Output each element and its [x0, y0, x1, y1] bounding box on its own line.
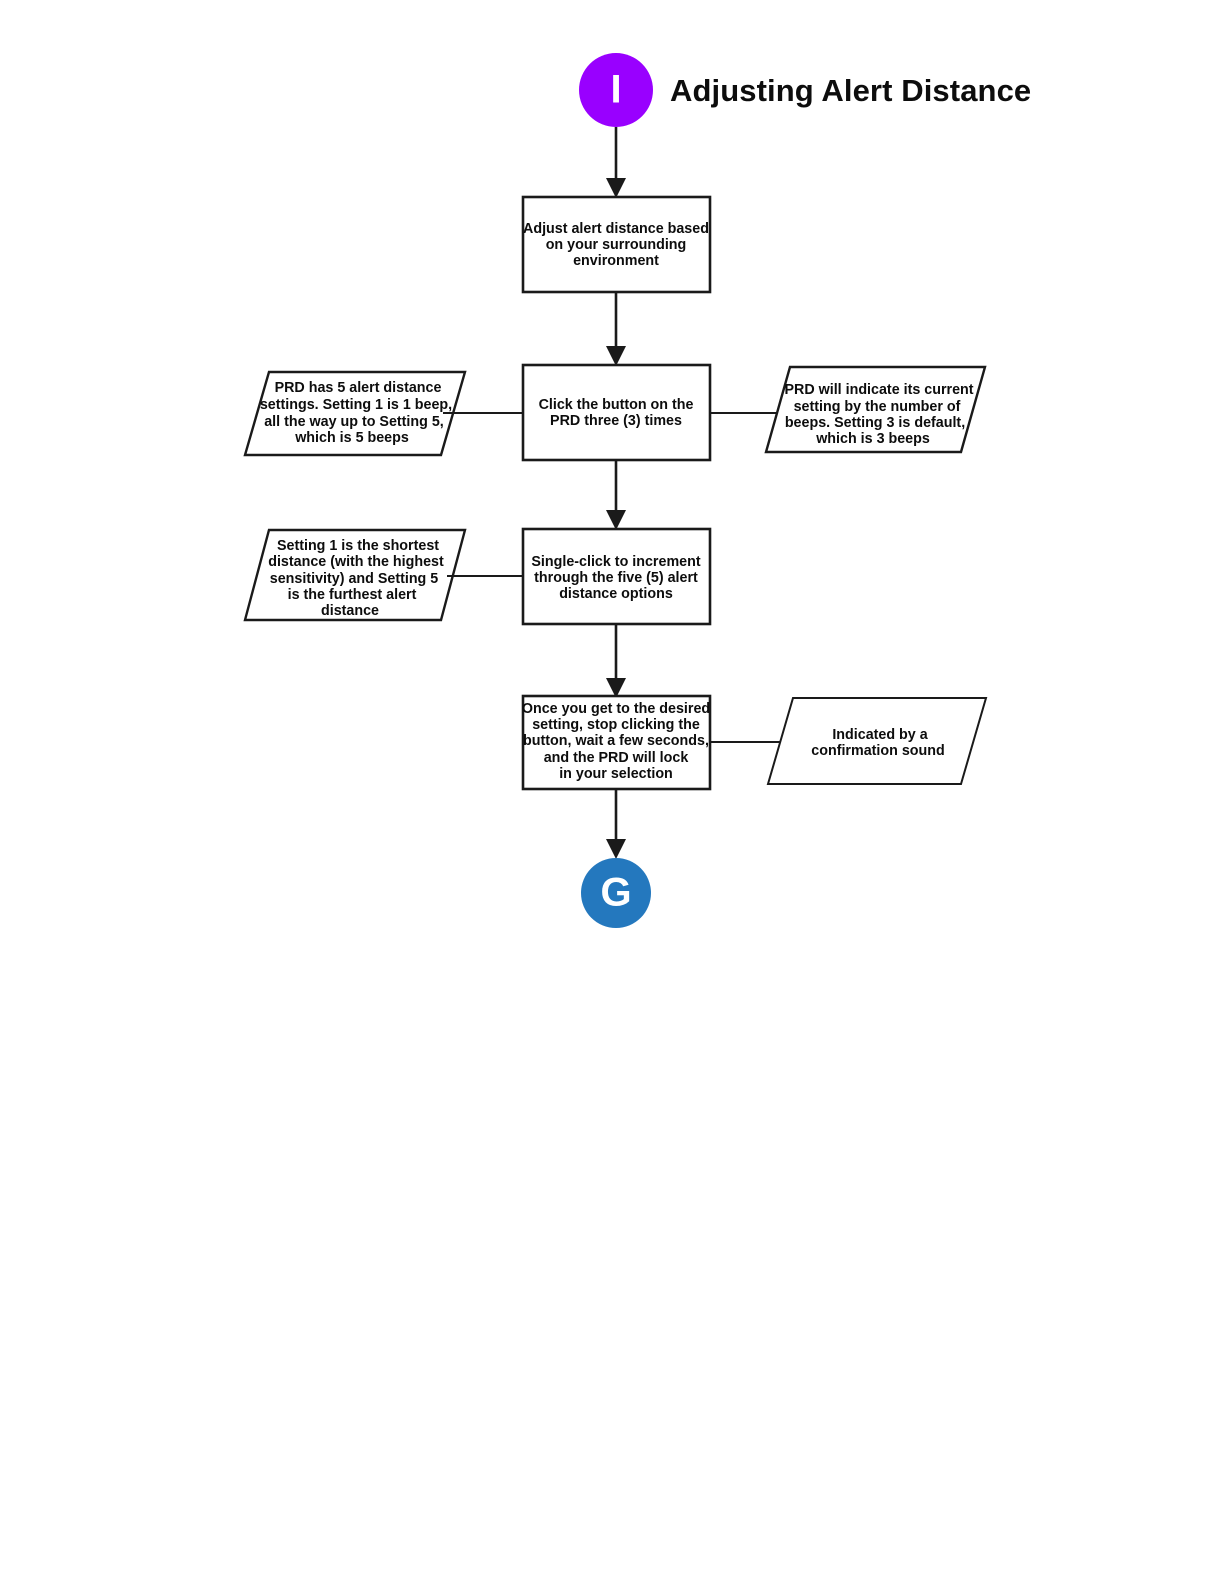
- node-line: environment: [573, 253, 659, 269]
- node-line: PRD three (3) times: [550, 413, 682, 429]
- connector-start-to-node1: [606, 127, 626, 198]
- node-line: in your selection: [559, 766, 673, 782]
- node-adjust-alert-distance[interactable]: Adjust alert distance based on your surr…: [521, 195, 712, 294]
- note-shortest-furthest[interactable]: Setting 1 is the shortest distance (with…: [243, 528, 467, 622]
- end-terminal-label: G: [600, 871, 631, 915]
- note-parallelogram: [243, 528, 467, 622]
- note-parallelogram: [243, 370, 467, 457]
- note-line: beeps. Setting 3 is default,: [785, 415, 965, 431]
- connector-node1-to-node2: [606, 292, 626, 366]
- node-line: setting, stop clicking the: [532, 717, 700, 733]
- node-box: [521, 195, 712, 294]
- arrow-head-icon: [606, 839, 626, 859]
- node-single-click-increment[interactable]: Single-click to increment through the fi…: [521, 527, 712, 626]
- node-line: and the PRD will lock: [544, 750, 689, 766]
- note-line: Indicated by a: [832, 727, 928, 743]
- note-line: distance: [321, 603, 379, 619]
- note-parallelogram: [766, 697, 988, 785]
- node-box: [521, 527, 712, 626]
- note-line: is the furthest alert: [288, 587, 417, 603]
- note-line: distance (with the highest: [268, 554, 444, 570]
- note-confirmation-sound[interactable]: Indicated by a confirmation sound: [766, 697, 988, 785]
- node-line: Once you get to the desired: [522, 701, 710, 717]
- end-terminal-circle: [581, 858, 651, 928]
- note-line: all the way up to Setting 5,: [264, 414, 444, 430]
- note-parallelogram: [764, 365, 987, 454]
- node-stop-clicking-lock-in[interactable]: Once you get to the desired setting, sto…: [521, 694, 712, 791]
- note-line: settings. Setting 1 is 1 beep,: [260, 397, 452, 413]
- node-line: button, wait a few seconds,: [523, 733, 709, 749]
- note-five-alert-settings[interactable]: PRD has 5 alert distance settings. Setti…: [243, 370, 467, 457]
- note-line: Setting 1 is the shortest: [277, 538, 439, 554]
- connector-node3-to-node4: [606, 624, 626, 698]
- note-line: PRD has 5 alert distance: [275, 380, 442, 396]
- note-indicate-current-setting[interactable]: PRD will indicate its current setting by…: [764, 365, 987, 454]
- node-box: [521, 694, 712, 791]
- node-line: through the five (5) alert: [534, 570, 698, 586]
- start-terminal-label: I: [610, 68, 621, 112]
- connector-node4-to-end: [606, 789, 626, 859]
- arrow-head-icon: [606, 678, 626, 698]
- node-line: distance options: [559, 586, 673, 602]
- connector-node2-to-node3: [606, 460, 626, 530]
- arrow-head-icon: [606, 178, 626, 198]
- note-line: sensitivity) and Setting 5: [270, 571, 438, 587]
- arrow-head-icon: [606, 346, 626, 366]
- node-line: on your surrounding: [546, 237, 687, 253]
- note-line: setting by the number of: [794, 399, 961, 415]
- node-click-button-three-times[interactable]: Click the button on the PRD three (3) ti…: [521, 363, 712, 462]
- start-terminal-i[interactable]: I: [579, 53, 653, 127]
- note-line: PRD will indicate its current: [784, 382, 973, 398]
- note-line: which is 5 beeps: [294, 430, 409, 446]
- arrow-head-icon: [606, 510, 626, 530]
- node-box: [521, 363, 712, 462]
- page-title: Adjusting Alert Distance: [670, 73, 1031, 108]
- note-line: confirmation sound: [811, 743, 944, 759]
- end-terminal-g[interactable]: G: [581, 858, 651, 928]
- node-line: Adjust alert distance based: [523, 221, 709, 237]
- node-line: Click the button on the: [539, 397, 694, 413]
- node-line: Single-click to increment: [531, 554, 700, 570]
- start-terminal-circle: [579, 53, 653, 127]
- note-line: which is 3 beeps: [815, 431, 930, 447]
